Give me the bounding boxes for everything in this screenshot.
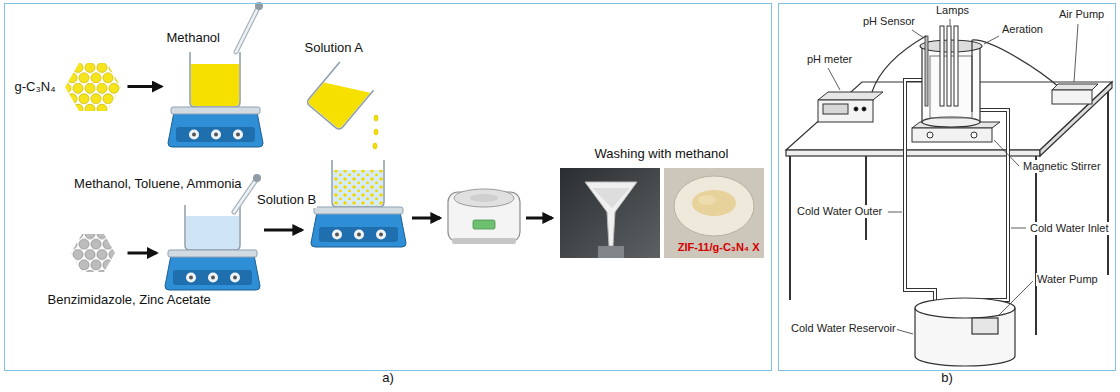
droplets: [373, 115, 378, 149]
callout-label: Lamps: [935, 4, 970, 17]
material-particles: g-C₃N₄: [62, 62, 125, 112]
panel-frame: a)g-C₃N₄MethanolSolution AMethanol, Tolu…: [4, 3, 772, 371]
callout-label: pH meter: [806, 53, 853, 66]
callout-label: Magnetic Stirrer: [1022, 160, 1102, 173]
precursor-particles: [71, 234, 115, 272]
precursor-particles: Benzimidazole, Zinc Acetate: [62, 232, 125, 275]
callout-label: Cold Water Outer: [796, 205, 883, 218]
gcn-particles: [65, 63, 121, 111]
material-label: g-C₃N₄: [15, 79, 56, 94]
callout-label: Cold Water Inlet: [1029, 222, 1109, 235]
dropper: [236, 2, 263, 52]
lamps: [940, 26, 958, 106]
pouring-beaker: Solution A: [305, 62, 376, 131]
aeration-tube: [972, 40, 1060, 112]
flow-arrow: [128, 252, 157, 255]
water-reservoir: [915, 298, 1015, 366]
panel-label: b): [941, 371, 953, 386]
product-photo: [664, 168, 764, 258]
connectors: [128, 87, 162, 254]
beaker-pouring: [306, 62, 374, 131]
reagent-label: Methanol: [167, 31, 220, 46]
centrifuge: [448, 189, 520, 244]
washing-photo: [560, 168, 660, 258]
air-pump: [1052, 84, 1098, 104]
callout-label: Water Pump: [1036, 273, 1099, 286]
beaker-stirrer: Methanol, Toluene, Ammonia: [160, 200, 262, 290]
reagent-label: Benzimidazole, Zinc Acetate: [48, 293, 211, 308]
beaker-mixture: [311, 160, 406, 247]
product-label: ZIF-11/g-C₃N₄ X: [678, 241, 760, 254]
beaker-precursor: [165, 205, 260, 290]
callout-label: Air Pump: [1058, 8, 1105, 21]
ph-sensor: [872, 36, 928, 106]
solution-label: Solution A: [305, 41, 364, 56]
callout-label: Aeration: [1001, 23, 1044, 36]
callout-label: Cold Water Reservoir: [790, 322, 897, 335]
beaker-stirrer: Methanol: [165, 50, 265, 148]
panel-label: a): [382, 371, 394, 386]
ph-meter: [818, 92, 883, 122]
reagent-label: Methanol, Toluene, Ammonia: [74, 177, 241, 192]
flow-arrow: [128, 85, 162, 88]
beaker-methanol: [168, 52, 263, 147]
step-label: Solution B: [256, 193, 317, 208]
step-label: Washing with methanol: [560, 147, 764, 162]
leader-lines: [828, 19, 1078, 334]
washing-photo-box: Washing with methanolZIF-11/g-C₃N₄ X: [560, 168, 764, 258]
callout-label: pH Sensor: [862, 15, 916, 28]
